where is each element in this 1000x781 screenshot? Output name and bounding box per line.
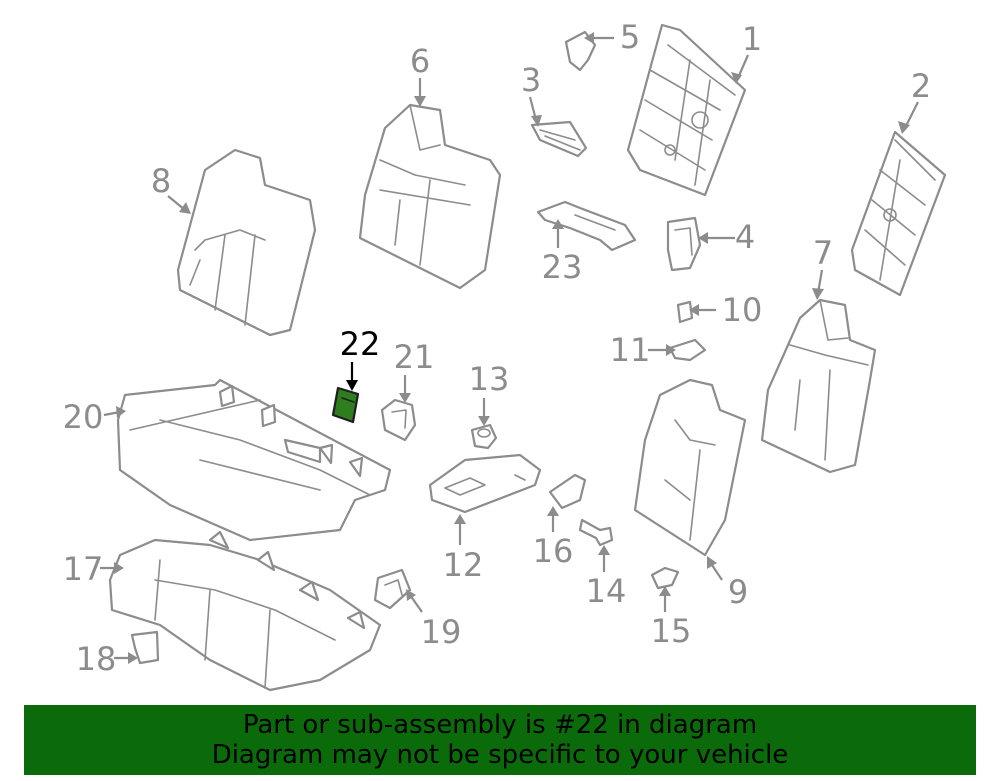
callout-14: 14	[586, 572, 627, 610]
banner-line-disclaimer: Diagram may not be specific to your vehi…	[211, 740, 789, 770]
part-9-seatback-cover	[633, 378, 747, 557]
part-11-cover	[668, 338, 707, 362]
part-5-hook	[564, 30, 597, 72]
part-13-bushing	[470, 423, 498, 450]
part-1-seatback-frame	[626, 23, 747, 197]
callout-16: 16	[533, 532, 574, 570]
callout-22-highlighted: 22	[340, 325, 381, 363]
callout-15: 15	[651, 612, 692, 650]
part-10-clip	[676, 300, 694, 324]
callout-7: 7	[813, 234, 833, 272]
callout-1: 1	[742, 20, 762, 58]
part-6-seatback	[358, 103, 502, 290]
part-22-highlighted	[331, 386, 360, 424]
part-7-seatback	[760, 298, 877, 474]
callout-9: 9	[728, 573, 748, 611]
callout-18: 18	[76, 640, 117, 678]
callout-23: 23	[542, 248, 583, 286]
part-4-bracket	[666, 216, 702, 272]
part-15-cap	[650, 566, 680, 590]
callout-11: 11	[610, 331, 651, 369]
part-17-seat-cushion	[108, 530, 382, 692]
callout-12: 12	[443, 546, 484, 584]
callout-2: 2	[911, 67, 931, 105]
callout-10: 10	[722, 291, 763, 329]
part-8-seatback-cover	[176, 148, 317, 337]
callout-21: 21	[394, 338, 435, 376]
callout-17: 17	[63, 550, 104, 588]
banner-line-part: Part or sub-assembly is #22 in diagram	[242, 710, 758, 740]
callout-5: 5	[620, 18, 640, 56]
part-20-seat-cushion	[116, 378, 392, 542]
callout-4: 4	[735, 218, 755, 256]
callout-3: 3	[521, 61, 541, 99]
callout-6: 6	[410, 42, 430, 80]
leader-lines	[100, 32, 919, 664]
callout-13: 13	[469, 360, 510, 398]
part-23-frame-rail	[536, 200, 637, 252]
part-21-bracket	[380, 398, 417, 442]
part-16-bracket	[548, 473, 587, 510]
part-2-seatback-frame	[850, 130, 947, 297]
callout-19: 19	[421, 613, 462, 651]
part-12-pad	[428, 453, 542, 514]
part-14-bolt	[578, 518, 614, 547]
info-banner: Part or sub-assembly is #22 in diagram D…	[24, 705, 976, 775]
part-3-cover	[530, 120, 588, 158]
part-19-bracket	[373, 568, 412, 610]
parts-diagram: 1 2 3 4 5 6 7 8 9 10 11 12 13 14 15 16 1…	[63, 18, 947, 692]
callout-20: 20	[63, 398, 104, 436]
callout-8: 8	[151, 162, 171, 200]
part-18-clip	[130, 630, 160, 665]
